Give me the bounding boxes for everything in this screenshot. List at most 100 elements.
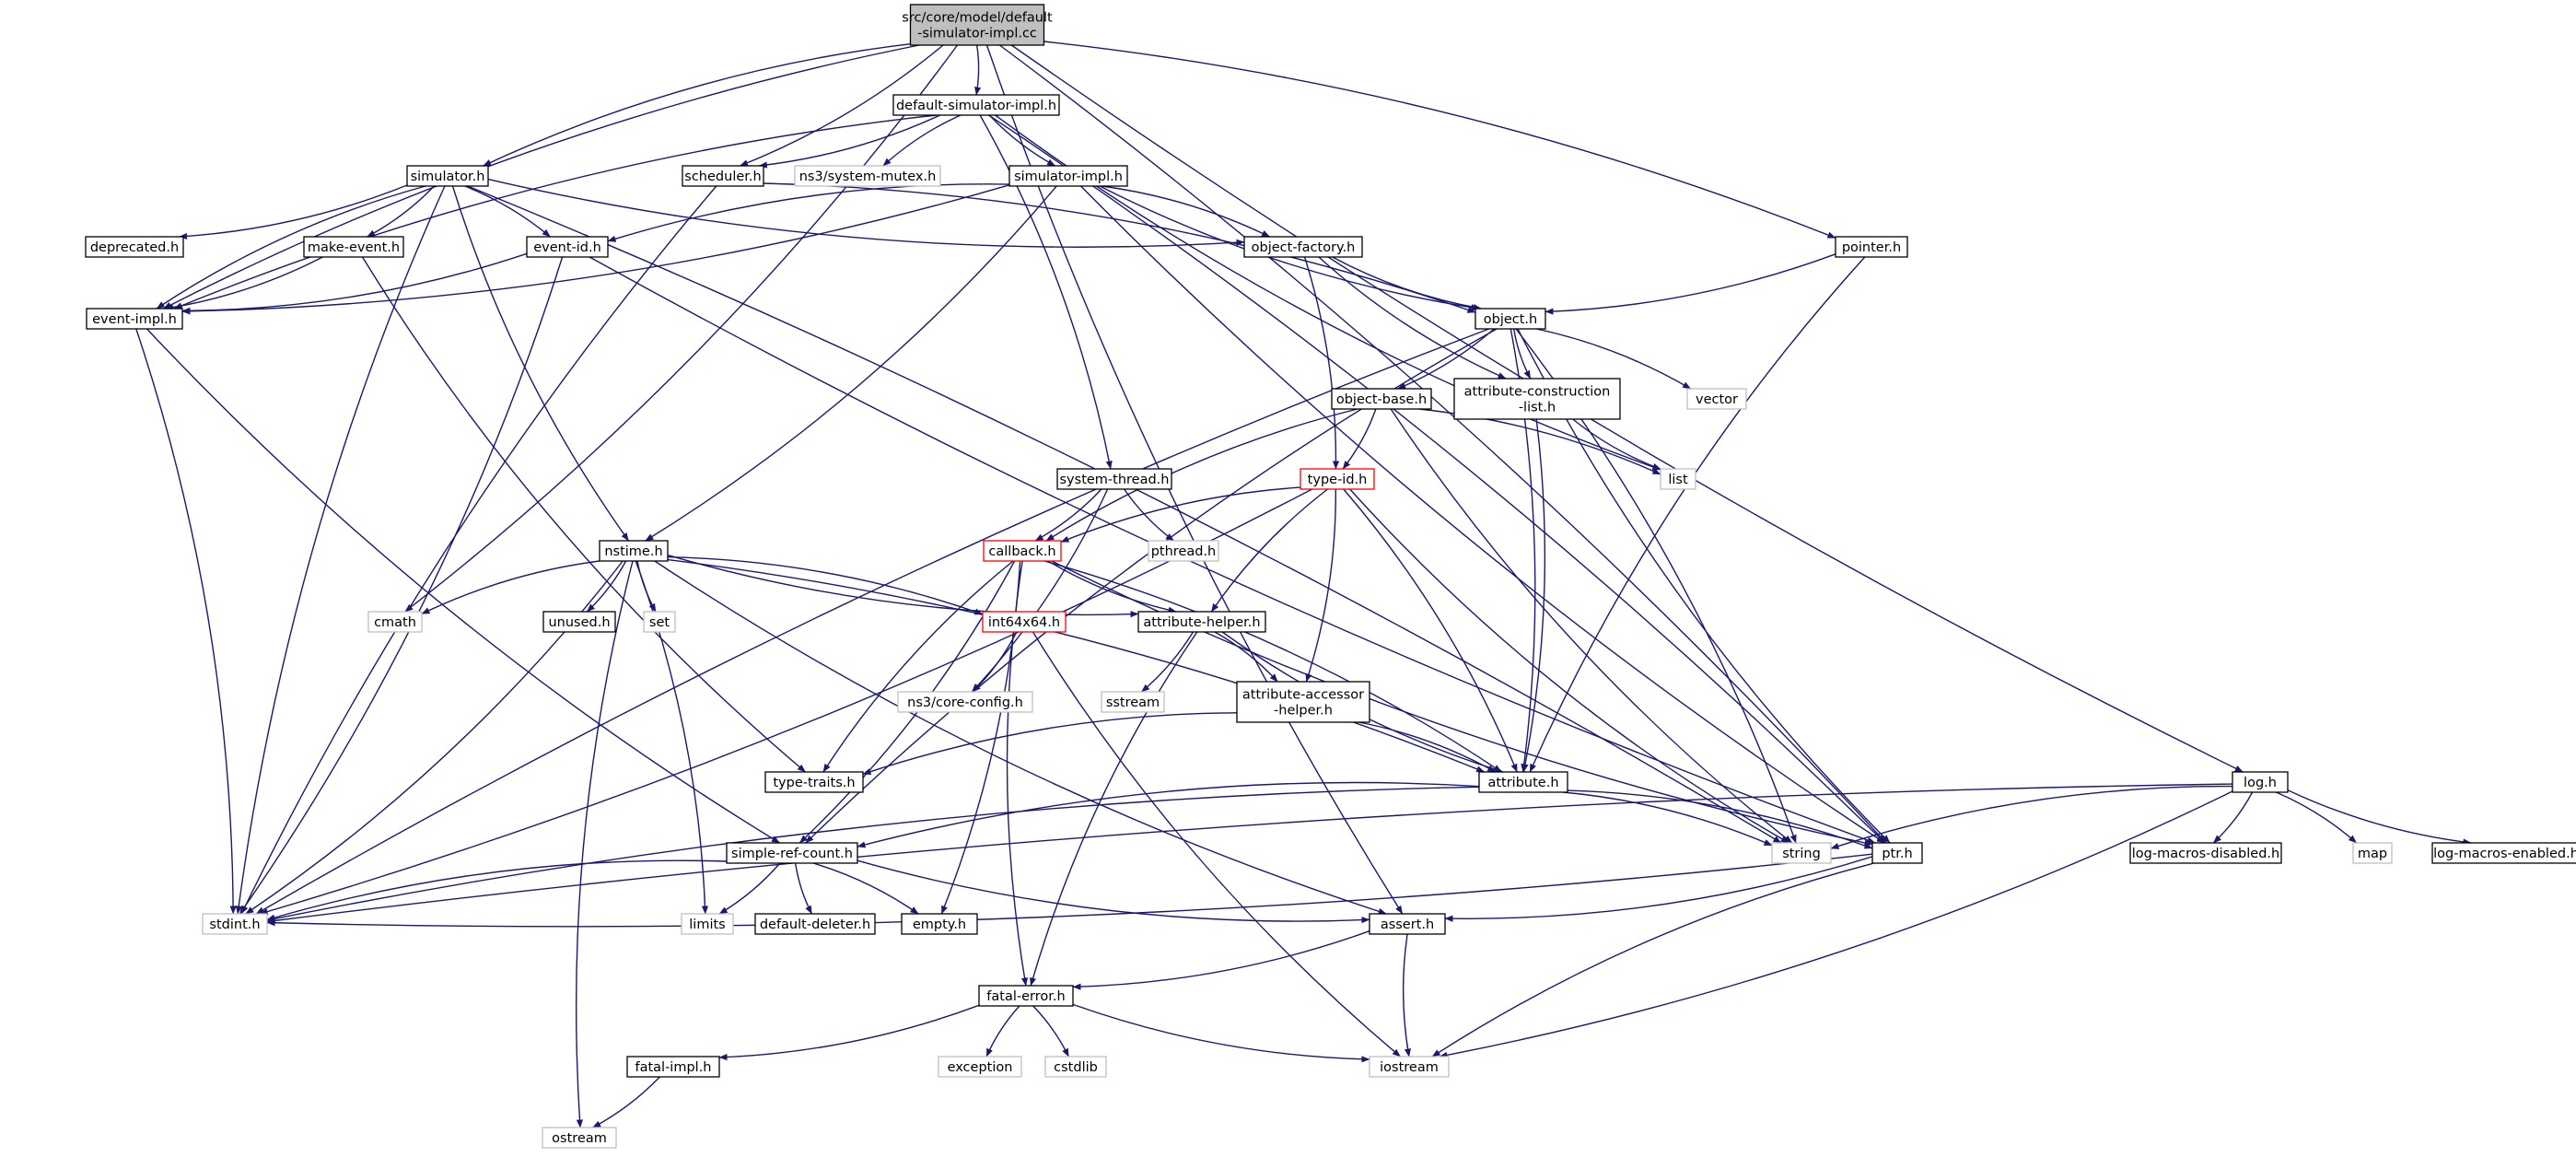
nodes-layer: src/core/model/default-simulator-impl.cc… [85, 4, 2576, 1149]
node-simulator-h[interactable]: simulator.h [406, 165, 489, 187]
edge-attribute_helper_h-to-sstream [1141, 631, 1195, 693]
node-fatal-error-h[interactable]: fatal-error.h [978, 985, 1074, 1007]
edge-nstime_h-to-int64x64_h [667, 556, 984, 615]
node-label: attribute-construction [1464, 385, 1611, 400]
edge-simple_ref_count_h-to-assert_h [857, 859, 1370, 924]
node-attribute-helper-h[interactable]: attribute-helper.h [1137, 611, 1266, 633]
node-attribute-construction-list-h[interactable]: attribute-construction-list.h [1453, 378, 1621, 420]
edge-fatal_impl_h-to-ostream [592, 1076, 660, 1128]
node-deprecated-h[interactable]: deprecated.h [85, 236, 184, 258]
edge-int64x64_h-to-iostream [1032, 631, 1401, 1058]
node-map: map [2352, 842, 2393, 864]
node-box [1369, 913, 1446, 935]
edge-callback_h-to-attribute_helper_h [1047, 560, 1177, 614]
node-label: exception [948, 1060, 1013, 1075]
node-box [982, 611, 1067, 633]
node-label: sstream [1106, 695, 1160, 710]
node-label: simulator-impl.h [1014, 169, 1123, 184]
node-make-event-h[interactable]: make-event.h [303, 236, 404, 258]
node-attribute-h[interactable]: attribute.h [1478, 771, 1568, 793]
edge-nstime_h-to-ostream [575, 560, 634, 1128]
node-label: callback.h [988, 544, 1055, 559]
node-unused-h[interactable]: unused.h [542, 611, 616, 633]
node-pointer-h[interactable]: pointer.h [1835, 236, 1908, 258]
node-log-macros-disabled-h[interactable]: log-macros-disabled.h [2129, 842, 2282, 864]
node-attribute-accessor-helper-h[interactable]: attribute-accessor-helper.h [1236, 681, 1370, 723]
edge-nstime_h-to-set [636, 560, 657, 613]
edge-simulator_impl_h-to-object_factory_h [1102, 185, 1271, 238]
node-vector: vector [1686, 388, 1747, 410]
node-fatal-impl-h[interactable]: fatal-impl.h [626, 1056, 720, 1078]
node-label: simple-ref-count.h [731, 847, 853, 861]
node-box [1331, 388, 1432, 410]
edge-simple_ref_count_h-to-empty_h [812, 862, 919, 915]
node-event-id-h[interactable]: event-id.h [526, 236, 609, 258]
edge-int64x64_h-to-core_config_h [972, 631, 1018, 693]
node-box [85, 236, 184, 258]
edge-event_id_h-to-stdint_h [239, 256, 564, 915]
node-label: event-impl.h [92, 312, 177, 327]
node-box [1137, 611, 1266, 633]
edge-simulator_h-to-deprecated_h [179, 184, 408, 240]
node-type-traits-h[interactable]: type-traits.h [764, 771, 864, 793]
node-label: default-deleter.h [760, 917, 870, 932]
node-default-deleter-h[interactable]: default-deleter.h [754, 913, 876, 935]
node-object-base-h[interactable]: object-base.h [1331, 388, 1432, 410]
node-type-id-h[interactable]: type-id.h [1300, 468, 1375, 490]
node-box [1300, 468, 1375, 490]
node-box [897, 691, 1033, 713]
node-label: iostream [1380, 1060, 1439, 1075]
edge-simulator_h-to-stdint_h [235, 185, 446, 915]
node-box [681, 913, 734, 935]
node-int64x64-h[interactable]: int64x64.h [982, 611, 1067, 633]
edge-root-to-scheduler_h [740, 44, 944, 167]
edge-type_id_h-to-attribute_helper_h [1210, 488, 1329, 613]
edge-assert_h-to-fatal_error_h [1072, 930, 1370, 990]
edge-type_id_h-to-attribute_h [1343, 488, 1518, 773]
edge-fatal_error_h-to-fatal_impl_h [718, 1004, 980, 1061]
node-callback-h[interactable]: callback.h [983, 540, 1062, 562]
node-label: vector [1696, 392, 1738, 407]
node-log-macros-enabled-h[interactable]: log-macros-enabled.h [2431, 842, 2576, 864]
node-default-simulator-impl-h[interactable]: default-simulator-impl.h [892, 94, 1060, 116]
node-list: list [1660, 468, 1696, 490]
node-ptr-h[interactable]: ptr.h [1871, 842, 1923, 864]
edge-ptr_h-to-iostream [1431, 862, 1875, 1058]
node-box [1871, 842, 1923, 864]
node-object-factory-h[interactable]: object-factory.h [1243, 236, 1363, 258]
node-root[interactable]: src/core/model/default-simulator-impl.cc [902, 4, 1053, 46]
edge-object_base_h-to-list [1418, 408, 1661, 475]
node-label: -list.h [1519, 401, 1556, 415]
edge-simulator_impl_h-to-event_impl_h [181, 184, 1010, 315]
edge-root-to-ptr_h [998, 44, 1887, 844]
node-core-config-h: ns3/core-config.h [897, 691, 1033, 713]
node-box [542, 1127, 617, 1149]
edge-root-to-cmath [404, 44, 959, 613]
edge-attribute_h-to-string [1563, 791, 1773, 847]
node-nstime-h[interactable]: nstime.h [599, 540, 669, 562]
edge-object_base_h-to-type_id_h [1342, 408, 1377, 470]
node-box [983, 540, 1062, 562]
node-label: int64x64.h [988, 615, 1060, 630]
node-box [1056, 468, 1172, 490]
node-assert-h[interactable]: assert.h [1369, 913, 1446, 935]
node-box [526, 236, 609, 258]
node-simulator-impl-h[interactable]: simulator-impl.h [1008, 165, 1128, 187]
node-label: set [649, 615, 670, 630]
edge-scheduler_h-to-object_h [763, 182, 1476, 313]
node-box [938, 1056, 1022, 1078]
node-scheduler-h[interactable]: scheduler.h [682, 165, 764, 187]
node-empty-h[interactable]: empty.h [901, 913, 978, 935]
node-label: limits [689, 917, 725, 932]
node-simple-ref-count-h[interactable]: simple-ref-count.h [726, 842, 858, 864]
edge-event_id_h-to-event_impl_h [181, 252, 528, 314]
node-box [1044, 1056, 1107, 1078]
node-event-impl-h[interactable]: event-impl.h [86, 308, 183, 330]
node-label: attribute-accessor [1242, 688, 1364, 703]
node-log-h[interactable]: log.h [2232, 771, 2289, 793]
node-object-h[interactable]: object.h [1474, 308, 1546, 330]
node-label: fatal-error.h [986, 989, 1065, 1004]
node-label: type-traits.h [773, 776, 855, 790]
node-system-thread-h[interactable]: system-thread.h [1056, 468, 1172, 490]
